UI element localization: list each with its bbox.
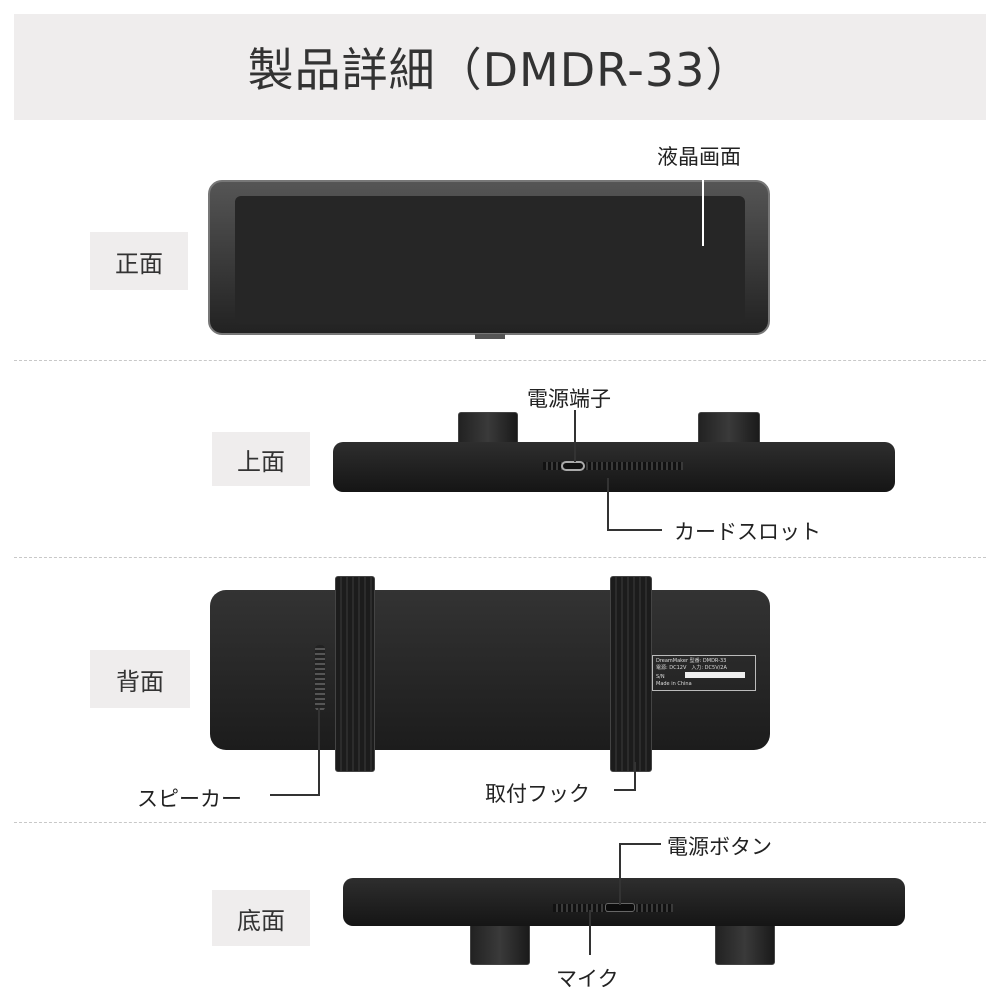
mirror-back: DreamMaker 型番: DMDR-33 電源: DC12V 入力: DC5…: [210, 590, 770, 750]
label-back: 背面: [90, 650, 190, 708]
mirror-front: [208, 180, 770, 335]
mirror-bottom: [343, 878, 905, 926]
speaker-grille: [315, 645, 325, 711]
mirror-top: [333, 442, 895, 492]
callout-screen: 液晶画面: [657, 145, 741, 169]
callout-power-button: 電源ボタン: [667, 835, 772, 859]
sticker-power: 電源: DC12V 入力: DC5V/2A: [656, 665, 727, 671]
sticker-origin: Made in China: [656, 681, 692, 687]
callout-line: [619, 843, 661, 845]
sticker-brand: DreamMaker: [656, 658, 689, 664]
vent: [543, 462, 683, 470]
lcd-screen: [235, 196, 745, 324]
callout-speaker: スピーカー: [137, 787, 242, 811]
label-top: 上面: [212, 432, 310, 486]
callout-power-port: 電源端子: [527, 387, 611, 411]
mount-hook: [610, 576, 652, 772]
callout-line: [607, 478, 609, 530]
page-title: 製品詳細（DMDR-33）: [14, 14, 986, 120]
sticker-sn: S/N: [656, 674, 665, 680]
callout-line: [270, 794, 320, 796]
callout-hook: 取付フック: [485, 782, 590, 806]
mount-hook: [335, 576, 375, 772]
divider: [14, 557, 986, 558]
divider: [14, 360, 986, 361]
callout-line: [614, 789, 636, 791]
callout-line: [619, 843, 621, 905]
label-bottom: 底面: [212, 890, 310, 946]
sticker-model: 型番: DMDR-33: [689, 658, 727, 664]
callout-line: [574, 410, 576, 462]
callout-line: [607, 529, 662, 531]
callout-line: [318, 708, 320, 796]
callout-line: [634, 762, 636, 791]
callout-line: [589, 910, 591, 955]
usb-c-port: [561, 461, 585, 471]
mount-tab: [475, 334, 505, 339]
label-front: 正面: [90, 232, 188, 290]
callout-card-slot: カードスロット: [674, 520, 821, 544]
callout-line: [702, 170, 704, 246]
callout-mic: マイク: [556, 967, 619, 991]
divider: [14, 822, 986, 823]
spec-sticker: DreamMaker 型番: DMDR-33 電源: DC12V 入力: DC5…: [652, 655, 756, 691]
